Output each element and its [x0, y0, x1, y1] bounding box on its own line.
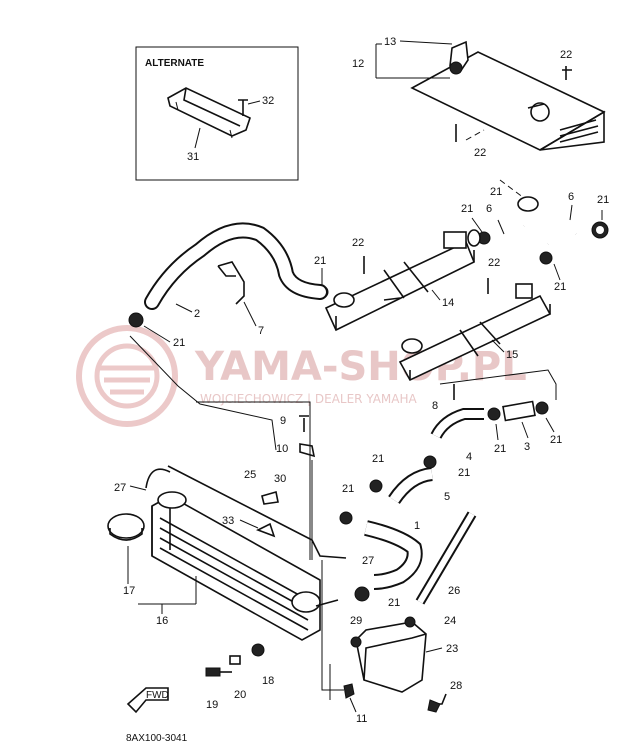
label-21-j: 21 — [458, 467, 470, 479]
label-4: 4 — [466, 451, 472, 463]
label-26: 26 — [448, 585, 460, 597]
label-21-e: 21 — [314, 255, 326, 267]
label-6-a: 6 — [568, 191, 574, 203]
watermark-logo-outer — [76, 325, 178, 427]
fwd-arrow-icon: FWD — [126, 687, 169, 714]
label-24: 24 — [444, 615, 456, 627]
label-22-right: 22 — [488, 257, 500, 269]
label-10: 10 — [276, 443, 288, 455]
label-18: 18 — [262, 675, 274, 687]
label-16: 16 — [156, 615, 168, 627]
hose-6-upper — [477, 196, 609, 265]
hose-5 — [388, 455, 437, 505]
label-21-f: 21 — [173, 337, 185, 349]
pipe-25 — [167, 465, 347, 559]
bracket-7 — [217, 261, 245, 305]
label-21-h: 21 — [550, 434, 562, 446]
label-33: 33 — [222, 515, 234, 527]
watermark-main-text: YAMA-SHOP.PL — [194, 344, 527, 390]
alternate-bracket — [167, 87, 251, 137]
label-22-mid: 22 — [352, 237, 364, 249]
label-22-top: 22 — [560, 49, 572, 61]
hose-2 — [144, 222, 328, 310]
label-20: 20 — [234, 689, 246, 701]
label-11: 11 — [356, 713, 367, 725]
label-22-panel: 22 — [474, 147, 486, 159]
label-15: 15 — [506, 349, 518, 361]
label-21-i: 21 — [372, 453, 384, 465]
label-14: 14 — [442, 297, 454, 309]
label-9: 9 — [280, 415, 286, 427]
label-21-b: 21 — [597, 194, 609, 206]
radiator-16 — [151, 491, 339, 641]
label-25: 25 — [244, 469, 256, 481]
label-27-a: 27 — [114, 482, 126, 494]
label-30: 30 — [274, 473, 286, 485]
bracket-10 — [299, 443, 316, 458]
label-7: 7 — [258, 325, 264, 337]
label-2: 2 — [194, 308, 200, 320]
label-21-c: 21 — [461, 203, 473, 215]
reference-lines — [129, 335, 344, 700]
alternate-title: ALTERNATE — [145, 58, 204, 69]
sensor-11 — [343, 683, 355, 699]
label-31: 31 — [187, 151, 199, 163]
pipe-4 — [430, 408, 484, 439]
label-1: 1 — [414, 520, 420, 532]
cooler-14 — [324, 229, 481, 332]
label-32: 32 — [262, 95, 274, 107]
label-8: 8 — [432, 400, 438, 412]
fwd-text: FWD — [146, 690, 169, 701]
cooler-15 — [398, 283, 552, 382]
label-28: 28 — [450, 680, 462, 692]
label-13: 13 — [384, 36, 396, 48]
watermark-logo-inner — [94, 343, 160, 409]
watermark-logo-stripes — [100, 365, 154, 395]
label-6-b: 6 — [486, 203, 492, 215]
label-21-a: 21 — [490, 186, 502, 198]
top-panel — [410, 40, 606, 151]
alternate-box: ALTERNATE 32 31 — [135, 46, 299, 181]
label-27-b: 27 — [362, 555, 374, 567]
alternate-screw — [238, 99, 248, 116]
cap-17[interactable] — [107, 513, 145, 539]
label-17: 17 — [123, 585, 135, 597]
label-21-d: 21 — [554, 281, 566, 293]
label-3: 3 — [524, 441, 530, 453]
radiator-cap[interactable] — [157, 491, 187, 509]
label-12: 12 — [352, 58, 364, 70]
label-21-g: 21 — [494, 443, 506, 455]
diagram-code: 8AX100-3041 — [126, 733, 188, 744]
hose-3 — [502, 400, 536, 422]
label-5: 5 — [444, 491, 450, 503]
watermark-sub-text: WOJCIECHOWICZ | DEALER YAMAHA — [200, 392, 418, 406]
reservoir-23 — [355, 616, 427, 693]
label-23: 23 — [446, 643, 458, 655]
label-21-k: 21 — [342, 483, 354, 495]
label-19: 19 — [206, 699, 218, 711]
label-29: 29 — [350, 615, 362, 627]
hose-1 — [364, 520, 423, 590]
label-21-l: 21 — [388, 597, 400, 609]
